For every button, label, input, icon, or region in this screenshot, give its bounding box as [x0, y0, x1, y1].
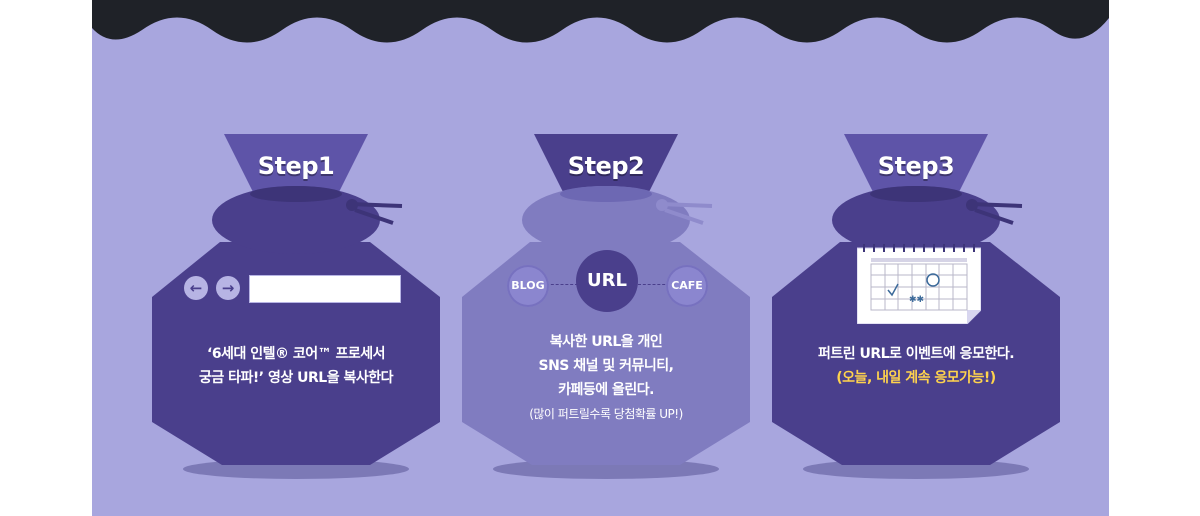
step-description: ‘6세대 인텔® 코어™ 프로세서 궁금 타파!’ 영상 URL을 복사한다 — [170, 342, 422, 390]
arrow-right-icon: → — [216, 276, 240, 300]
url-node: URL — [576, 250, 638, 312]
desc-note: (많이 퍼트릴수록 당첨확률 UP!) — [529, 407, 683, 421]
top-wave-decoration — [92, 0, 1109, 43]
step2-card: Step2 BLOG URL CAFE 복사한 URL을 개인 SNS 채널 및… — [460, 132, 752, 487]
svg-text:✱✱: ✱✱ — [909, 295, 924, 305]
step-title: Step3 — [877, 152, 955, 180]
desc-line: SNS 채널 및 커뮤니티, — [538, 358, 674, 374]
desc-highlight: (오늘, 내일 계속 응모가능!) — [836, 370, 996, 386]
desc-line: 복사한 URL을 개인 — [549, 334, 663, 350]
bag-shape — [152, 134, 440, 479]
desc-line: ‘6세대 인텔® 코어™ 프로세서 — [207, 346, 385, 362]
cafe-node: CAFE — [666, 265, 708, 307]
step1-card: Step1 ← → ‘6세대 인텔® 코어™ 프로세서 궁금 타파!’ 영상 U… — [150, 132, 442, 487]
step-title: Step2 — [567, 152, 645, 180]
step3-card: Step3 ✱✱ 퍼트린 URL로 이벤 — [770, 132, 1062, 487]
url-input-illustration — [249, 275, 401, 303]
bag-shape — [772, 134, 1060, 479]
desc-line: 카페등에 올린다. — [558, 382, 654, 398]
connector-line — [546, 284, 578, 285]
blog-node: BLOG — [507, 265, 549, 307]
step-description: 퍼트린 URL로 이벤트에 응모한다. (오늘, 내일 계속 응모가능!) — [790, 342, 1042, 390]
event-steps-banner: Step1 ← → ‘6세대 인텔® 코어™ 프로세서 궁금 타파!’ 영상 U… — [92, 0, 1109, 516]
desc-line: 궁금 타파!’ 영상 URL을 복사한다 — [199, 370, 393, 386]
desc-line: 퍼트린 URL로 이벤트에 응모한다. — [817, 346, 1015, 362]
connector-line — [638, 284, 670, 285]
step-title: Step1 — [257, 152, 335, 180]
step-description: 복사한 URL을 개인 SNS 채널 및 커뮤니티, 카페등에 올린다. (많이… — [480, 330, 732, 426]
calendar-icon: ✱✱ — [857, 244, 981, 324]
arrow-left-icon: ← — [184, 276, 208, 300]
